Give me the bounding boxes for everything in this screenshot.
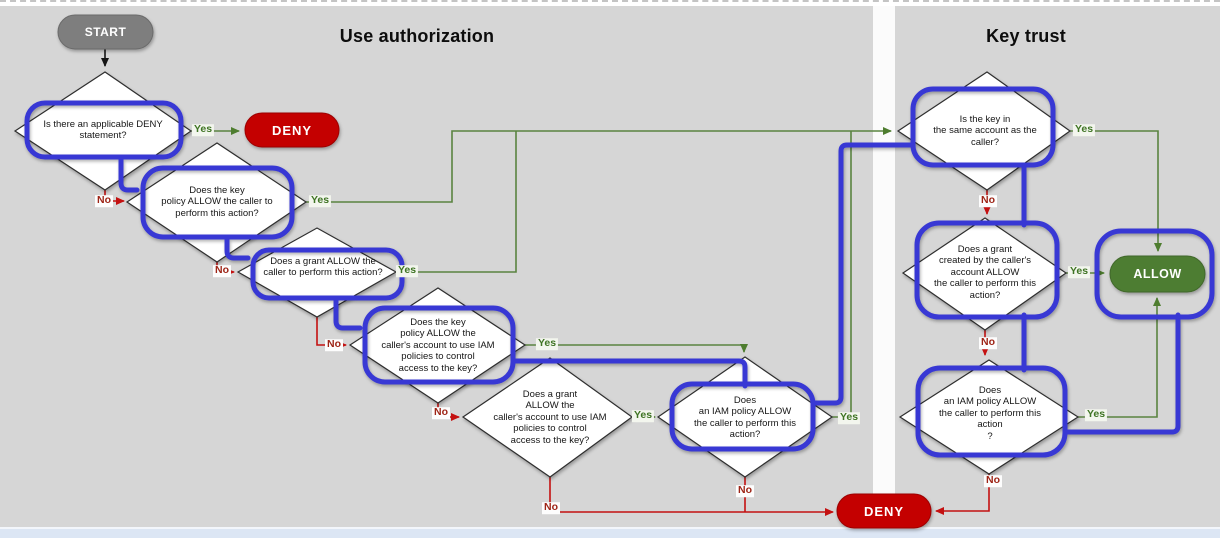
edge-label-no-6: No: [736, 484, 754, 497]
highlight-box-same-account: [910, 86, 1056, 168]
highlight-connector-1: [118, 154, 140, 193]
edge-label-yes-3: Yes: [395, 264, 419, 277]
highlight-box-deny-statement: [24, 100, 184, 160]
deny-top-label: DENY: [271, 122, 313, 138]
edge-label-no-1: No: [95, 194, 113, 207]
edge-yes-grant-to-keytrust: [396, 131, 517, 273]
edge-label-yes-8: Yes: [1067, 265, 1091, 278]
decision-key-policy-text: Does the key policy ALLOW the caller to …: [161, 185, 273, 219]
edge-label-yes-1: Yes: [191, 123, 215, 136]
edge-label-yes-4: Yes: [535, 337, 559, 350]
edge-label-no-2: No: [213, 264, 231, 277]
edge-yes-keypolicy-iam-to-iampolicy: [525, 344, 748, 353]
decision-grant-iam-text: Does a grant ALLOW the caller's account …: [493, 389, 607, 446]
edge-yes-sameaccount-to-allow: [1070, 130, 1162, 252]
highlight-box-key-policy: [140, 165, 295, 240]
edge-label-no-7: No: [979, 194, 997, 207]
edge-label-yes-6: Yes: [837, 411, 861, 424]
edge-label-no-8: No: [979, 336, 997, 349]
section-title-key-trust: Key trust: [986, 26, 1066, 46]
decision-key-policy-iam-text: Does the key policy ALLOW the caller's a…: [381, 317, 495, 374]
highlight-connector-4: [510, 358, 748, 389]
deny-bottom-node: [836, 493, 932, 529]
highlight-box-iam-policy-trust: [915, 365, 1068, 458]
edge-label-yes-9: Yes: [1084, 408, 1108, 421]
decision-iam-policy-text: Does an IAM policy ALLOW the caller to p…: [694, 395, 796, 441]
edge-label-yes-2: Yes: [308, 194, 332, 207]
nodes: [13, 14, 1206, 529]
highlight-connector-5: [810, 142, 916, 406]
highlight-box-allow: [1094, 228, 1215, 320]
edge-label-no-3: No: [325, 338, 343, 351]
decision-grant-account-text: Does a grant created by the caller's acc…: [934, 244, 1036, 301]
edge-no-9-to-deny: [935, 474, 990, 515]
decision-same-account-text: Is the key in the same account as the ca…: [933, 114, 1037, 148]
highlight-box-key-policy-iam: [362, 305, 516, 385]
decision-iam-policy-trust-text: Does an IAM policy ALLOW the caller to p…: [939, 385, 1041, 442]
decision-deny-statement-text: Is there an applicable DENY statement?: [43, 119, 163, 142]
allow-label: ALLOW: [1133, 267, 1182, 281]
section-divider: [873, 6, 895, 530]
bottom-strip: [0, 527, 1220, 538]
edge-label-yes-7: Yes: [1072, 123, 1096, 136]
highlight-connector-8: [1062, 312, 1181, 435]
allow-node: [1109, 255, 1206, 293]
highlight-connector-3: [333, 297, 363, 331]
edge-label-yes-5: Yes: [631, 409, 655, 422]
deny-top-node: [244, 112, 340, 148]
deny-bottom-label: DENY: [863, 503, 905, 519]
highlight-box-grant-account: [914, 220, 1060, 320]
edge-label-no-5: No: [542, 501, 560, 514]
top-dashed-strip: [0, 0, 1220, 6]
decision-grant-account-shape: [901, 217, 1068, 331]
edge-yes-keypolicy-to-keytrust: [306, 127, 892, 203]
decision-same-account-shape: [896, 71, 1072, 191]
edge-label-no-9: No: [984, 474, 1002, 487]
edge-no-5-to-deny: [549, 477, 834, 516]
start-label: START: [84, 25, 127, 39]
decision-key-policy-shape: [125, 142, 308, 263]
section-title-use-authorization: Use authorization: [339, 26, 495, 46]
decision-grant-text: Does a grant ALLOW the caller to perform…: [263, 256, 383, 279]
highlight-annotations: [24, 86, 1215, 458]
start-node: [57, 14, 154, 50]
edge-label-no-4: No: [432, 406, 450, 419]
highlight-connector-2: [224, 236, 251, 261]
